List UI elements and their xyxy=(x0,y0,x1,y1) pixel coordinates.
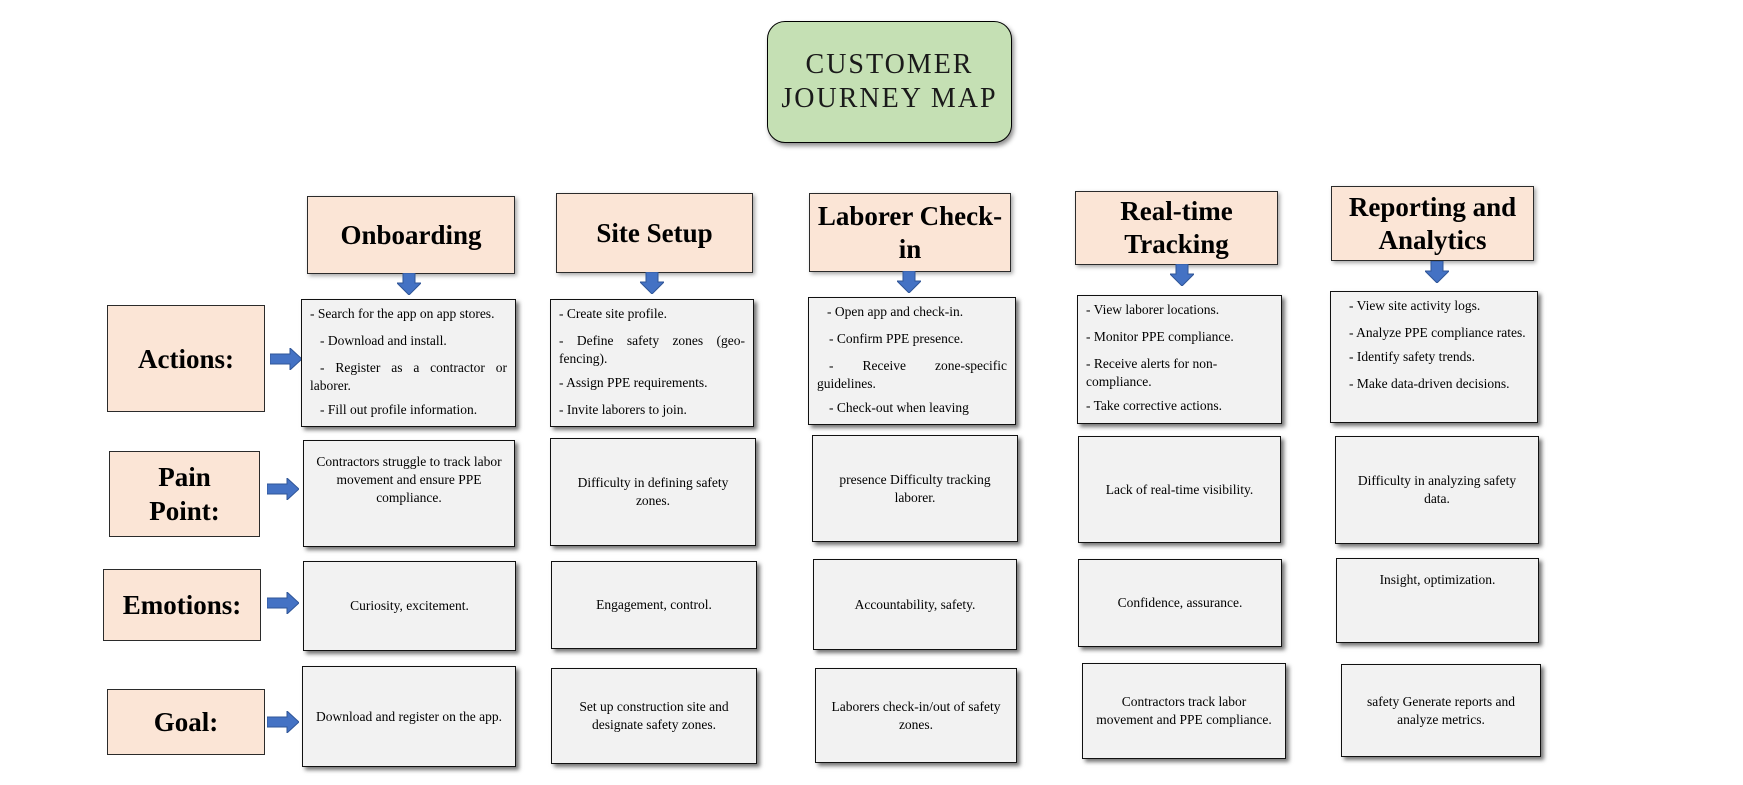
stage-header-real-time-tracking: Real-time Tracking xyxy=(1075,191,1278,265)
stage-header-onboarding: Onboarding xyxy=(307,196,515,274)
stage-label: Laborer Check-in xyxy=(817,200,1003,264)
title-line-1: CUSTOMER xyxy=(805,49,974,80)
emotions-cell-laborer-check-in: Accountability, safety. xyxy=(813,559,1017,650)
list-item: - Invite laborers to join. xyxy=(559,402,687,417)
title-box: CUSTOMER JOURNEY MAP xyxy=(767,21,1012,143)
list-item: - Confirm PPE presence. xyxy=(829,331,964,346)
list-item: - Assign PPE requirements. xyxy=(559,375,708,390)
list-item: - Receive zone-specific guidelines. xyxy=(817,358,1007,391)
arrow-down-icon xyxy=(1170,264,1194,286)
goal-cell-site-setup: Set up construction site and designate s… xyxy=(551,668,757,764)
row-label-goal: Goal: xyxy=(107,689,265,755)
actions-cell-site-setup: - Create site profile. - Define safety z… xyxy=(550,299,754,427)
goal-cell-reporting-analytics: safety Generate reports and analyze metr… xyxy=(1341,664,1541,757)
arrow-down-icon xyxy=(1425,261,1449,283)
stage-header-laborer-check-in: Laborer Check-in xyxy=(809,193,1011,272)
list-item: - Fill out profile information. xyxy=(320,402,478,417)
arrow-down-icon xyxy=(397,273,421,295)
goal-cell-real-time-tracking: Contractors track labor movement and PPE… xyxy=(1082,663,1286,759)
list-item: - Identify safety trends. xyxy=(1349,349,1475,364)
pain-point-cell-site-setup: Difficulty in defining safety zones. xyxy=(550,438,756,546)
pain-point-cell-laborer-check-in: presence Difficulty tracking laborer. xyxy=(812,435,1018,542)
arrow-down-icon xyxy=(897,271,921,293)
goal-cell-laborer-check-in: Laborers check-in/out of safety zones. xyxy=(815,668,1017,763)
stage-header-site-setup: Site Setup xyxy=(556,193,753,273)
stage-label: Site Setup xyxy=(596,217,713,248)
pain-point-cell-reporting-analytics: Difficulty in analyzing safety data. xyxy=(1335,436,1539,544)
pain-point-cell-real-time-tracking: Lack of real-time visibility. xyxy=(1078,436,1281,543)
list-item: - Search for the app on app stores. xyxy=(310,306,495,321)
list-item: - Open app and check-in. xyxy=(827,304,964,319)
actions-cell-laborer-check-in: - Open app and check-in. - Confirm PPE p… xyxy=(808,297,1016,425)
goal-cell-onboarding: Download and register on the app. xyxy=(302,666,516,767)
arrow-right-icon xyxy=(267,478,299,500)
list-item: - Check-out when leaving xyxy=(829,400,969,415)
emotions-cell-real-time-tracking: Confidence, assurance. xyxy=(1078,559,1282,647)
actions-cell-onboarding: - Search for the app on app stores. - Do… xyxy=(301,299,516,427)
list-item: - Make data-driven decisions. xyxy=(1349,376,1510,391)
stage-label: Onboarding xyxy=(340,219,482,250)
row-label-emotions: Emotions: xyxy=(103,569,261,641)
stage-label: Real-time Tracking xyxy=(1120,196,1233,259)
title-line-2: JOURNEY MAP xyxy=(781,83,998,114)
stage-label: Reporting and Analytics xyxy=(1348,191,1517,255)
emotions-cell-site-setup: Engagement, control. xyxy=(551,561,757,649)
list-item: - Create site profile. xyxy=(559,306,667,321)
emotions-cell-onboarding: Curiosity, excitement. xyxy=(303,561,516,651)
arrow-down-icon xyxy=(640,272,664,294)
arrow-right-icon xyxy=(270,348,302,370)
list-item: - Take corrective actions. xyxy=(1086,398,1222,413)
row-label-pain-point: Pain Point: xyxy=(109,451,260,537)
arrow-right-icon xyxy=(267,711,299,733)
actions-cell-real-time-tracking: - View laborer locations. - Monitor PPE … xyxy=(1077,295,1282,424)
list-item: - Analyze PPE compliance rates. xyxy=(1349,325,1526,340)
list-item: - View site activity logs. xyxy=(1349,298,1481,313)
pain-point-cell-onboarding: Contractors struggle to track labor move… xyxy=(303,440,515,547)
list-item: - Monitor PPE compliance. xyxy=(1086,329,1234,344)
actions-cell-reporting-analytics: - View site activity logs. - Analyze PPE… xyxy=(1330,291,1538,423)
arrow-right-icon xyxy=(267,592,299,614)
list-item: - Receive alerts for non-compliance. xyxy=(1086,356,1218,389)
emotions-cell-reporting-analytics: Insight, optimization. xyxy=(1336,558,1539,643)
stage-header-reporting-analytics: Reporting and Analytics xyxy=(1331,186,1534,261)
page-title: CUSTOMER JOURNEY MAP xyxy=(781,48,997,116)
list-item: - Define safety zones (geo-fencing). xyxy=(559,333,745,366)
row-label-actions: Actions: xyxy=(107,305,265,412)
list-item: - Register as a contractor or laborer. xyxy=(310,360,507,393)
list-item: - View laborer locations. xyxy=(1086,302,1220,317)
list-item: - Download and install. xyxy=(320,333,447,348)
